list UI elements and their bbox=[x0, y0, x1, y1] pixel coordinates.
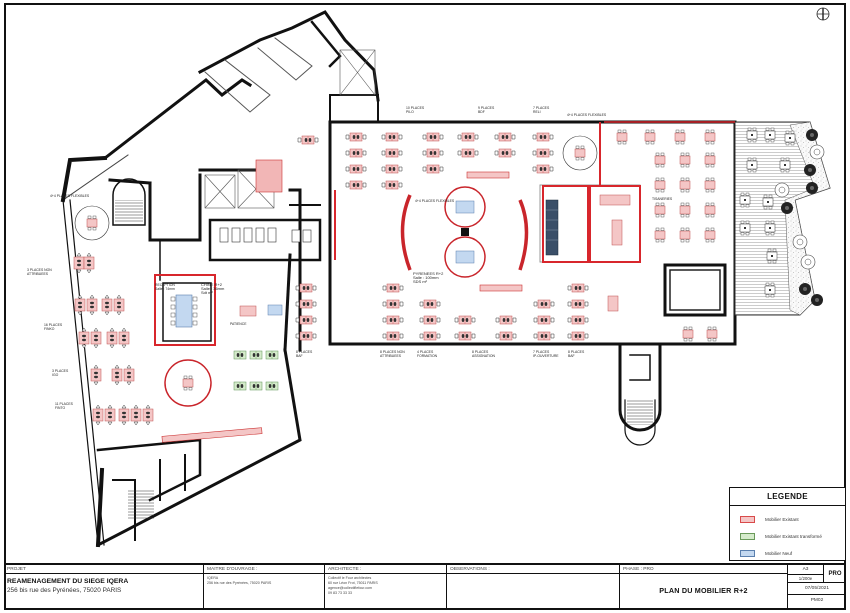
zone-label-bottom-5: 7 PLACES IP-OUVERTURE bbox=[533, 350, 559, 358]
zone-label-left-5: 11 PLACES FINTO bbox=[55, 402, 73, 410]
stairs-top-left bbox=[115, 200, 143, 222]
zone-label-bottom-3: 4 PLACES FORMATION bbox=[417, 350, 438, 358]
legend-item-new: Mobilier Neuf bbox=[740, 549, 792, 557]
zone-label-center-1: 4+4 PLACES FLEXIBLES bbox=[415, 199, 455, 203]
tb-architecte: ARCHITECTE : Collectif le Four architect… bbox=[325, 565, 447, 610]
title-block: PROJET REAMENAGEMENT DU SIEGE IQERA 256 … bbox=[4, 563, 846, 610]
stairs-bottom-left bbox=[128, 490, 154, 520]
project-title: REAMENAGEMENT DU SIEGE IQERA bbox=[7, 578, 129, 585]
room-label-patience: PATIENCE bbox=[230, 322, 247, 326]
zone-label-top-4: 4+4 PLACES FLEXIBLES bbox=[567, 113, 607, 117]
legend-box: LEGENDE Mobilier Existant Mobilier Exist… bbox=[729, 487, 846, 561]
zone-label-bottom-6: 8 PLACES BAF bbox=[568, 350, 585, 358]
zone-label-left-1: 4+4 PLACES FLEXIBLES bbox=[50, 194, 90, 198]
legend-title: LEGENDE bbox=[730, 488, 845, 506]
legend-item-existing: Mobilier Existant bbox=[740, 515, 799, 523]
legend-item-transformed: Mobilier Existant transformé bbox=[740, 532, 822, 540]
tb-projet: PROJET REAMENAGEMENT DU SIEGE IQERA 256 … bbox=[4, 565, 204, 610]
room-label-pyrenees: PYRENEES R+2 Salle : 100mm SDS m² bbox=[413, 271, 444, 284]
workstations-left bbox=[73, 252, 154, 426]
project-address: 256 bis rue des Pyrénées, 75020 PARIS bbox=[7, 587, 122, 594]
legend-swatch-blue bbox=[740, 549, 755, 557]
workstations-top bbox=[297, 132, 554, 190]
zone-label-top-1: 10 PLACES PILO bbox=[406, 106, 425, 114]
legend-swatch-green bbox=[740, 532, 755, 540]
plan-title: PLAN DU MOBILIER R+2 bbox=[659, 586, 748, 595]
zone-label-left-3: 16 PLACES FINKO bbox=[44, 323, 63, 331]
stairs-bottom-right bbox=[627, 400, 653, 425]
shafts bbox=[204, 49, 376, 209]
room-label-chine: CHINE R+2 Salle : 36mm Sdt m² bbox=[201, 282, 225, 295]
zone-label-left-2: 3 PLACES NON ATTRIBUEES bbox=[27, 268, 52, 276]
round-meeting-areas bbox=[74, 135, 598, 407]
workstations-transformed bbox=[233, 350, 279, 391]
zone-label-left-4: 3 PLACES IGO bbox=[52, 369, 69, 377]
tb-meta: A3 1/200e PRO 07/05/2021 PM02 bbox=[788, 565, 846, 610]
zone-label-top-3: 7 PLACES RELI bbox=[533, 106, 550, 114]
workstations-bottom bbox=[295, 283, 589, 341]
zone-label-bottom-4: 8 PLACES ASSIGNATION bbox=[472, 350, 495, 358]
toilets bbox=[219, 227, 312, 243]
zone-label-top-2: 9 PLACES BDF bbox=[478, 106, 495, 114]
tb-observations: OBSERVATIONS : bbox=[447, 565, 620, 610]
zone-label-bottom-1: 8 PLACES BAF bbox=[296, 350, 313, 358]
tb-phase: PHASE : PRO PLAN DU MOBILIER R+2 bbox=[620, 565, 788, 610]
zone-label-bottom-2: 8 PLACES NON ATTRIBUEES bbox=[380, 350, 405, 358]
legend-swatch-pink bbox=[740, 515, 755, 523]
north-arrow-icon bbox=[816, 7, 830, 21]
red-partitions bbox=[154, 121, 735, 346]
room-label-reception: RECEPTION Salle : 74mm bbox=[155, 283, 175, 291]
exterior-walls bbox=[60, 10, 737, 548]
stair-red-zone bbox=[255, 159, 283, 193]
storage-racks bbox=[545, 199, 559, 256]
room-label-tisaneries: TISANERIES bbox=[652, 197, 673, 201]
tb-maitre-ouvrage: MAITRE D'OUVRAGE : IQERA 256 bis rue des… bbox=[204, 565, 325, 610]
